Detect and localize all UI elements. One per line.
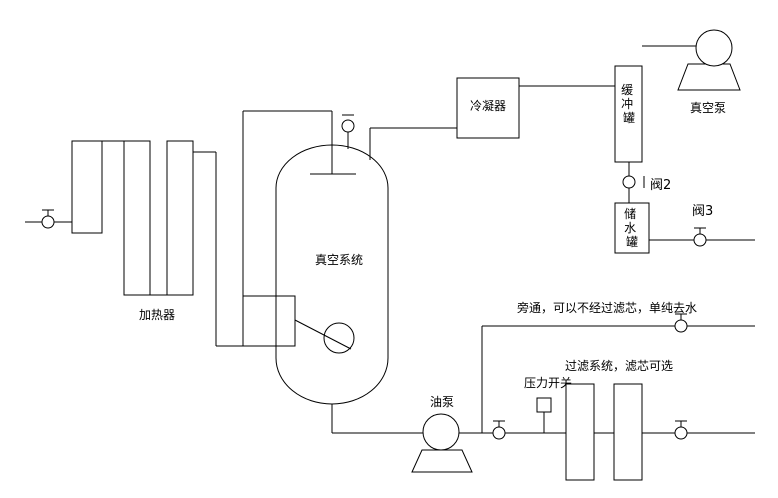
bypass-line	[481, 325, 755, 433]
bypass-valve-icon	[674, 313, 688, 333]
water-tank-char: 储	[624, 206, 636, 221]
inlet-valve-icon	[41, 209, 55, 229]
condenser-label: 冷凝器	[470, 98, 506, 113]
water-tank-label: 储 水 罐	[624, 206, 640, 249]
buffer-tank-char: 冲	[621, 96, 633, 111]
bottom-outlet-line	[331, 404, 425, 434]
recirculation-line	[242, 110, 333, 296]
buffer-tank-char: 缓	[621, 83, 633, 97]
buffer-tank-char: 罐	[623, 111, 635, 125]
valve-2-icon	[622, 162, 645, 203]
vacuum-vessel	[275, 144, 389, 405]
bypass-note: 旁通，可以不经过滤芯，单纯去水	[517, 300, 697, 315]
oil-pump-icon	[411, 413, 473, 473]
outlet-valve-icon	[674, 420, 688, 440]
vacuum-pump-label: 真空泵	[690, 101, 726, 115]
oil-pump-label: 油泵	[430, 395, 454, 409]
pressure-switch-icon	[536, 397, 552, 433]
discharge-valve-icon	[492, 420, 506, 440]
valve-3-icon	[693, 227, 707, 247]
filter-note: 过滤系统，滤芯可选	[565, 359, 673, 373]
vacuum-pump-icon	[677, 29, 741, 91]
water-tank-char: 水	[624, 221, 636, 235]
top-valve-icon	[341, 114, 355, 149]
water-tank	[614, 202, 650, 254]
vapor-line	[369, 127, 457, 160]
vacuum-system-label: 真空系统	[315, 253, 363, 267]
pressure-switch-label: 压力开关	[524, 376, 572, 390]
level-float	[242, 295, 355, 354]
valve-2-label: 阀2	[650, 178, 671, 193]
valve-3-label: 阀3	[692, 204, 713, 219]
condenser	[456, 77, 520, 139]
water-tank-char: 罐	[626, 235, 638, 249]
buffer-tank-label: 缓 冲 罐	[621, 83, 637, 125]
heater	[71, 140, 295, 347]
heater-label: 加热器	[139, 308, 175, 322]
filter-system	[565, 383, 643, 481]
